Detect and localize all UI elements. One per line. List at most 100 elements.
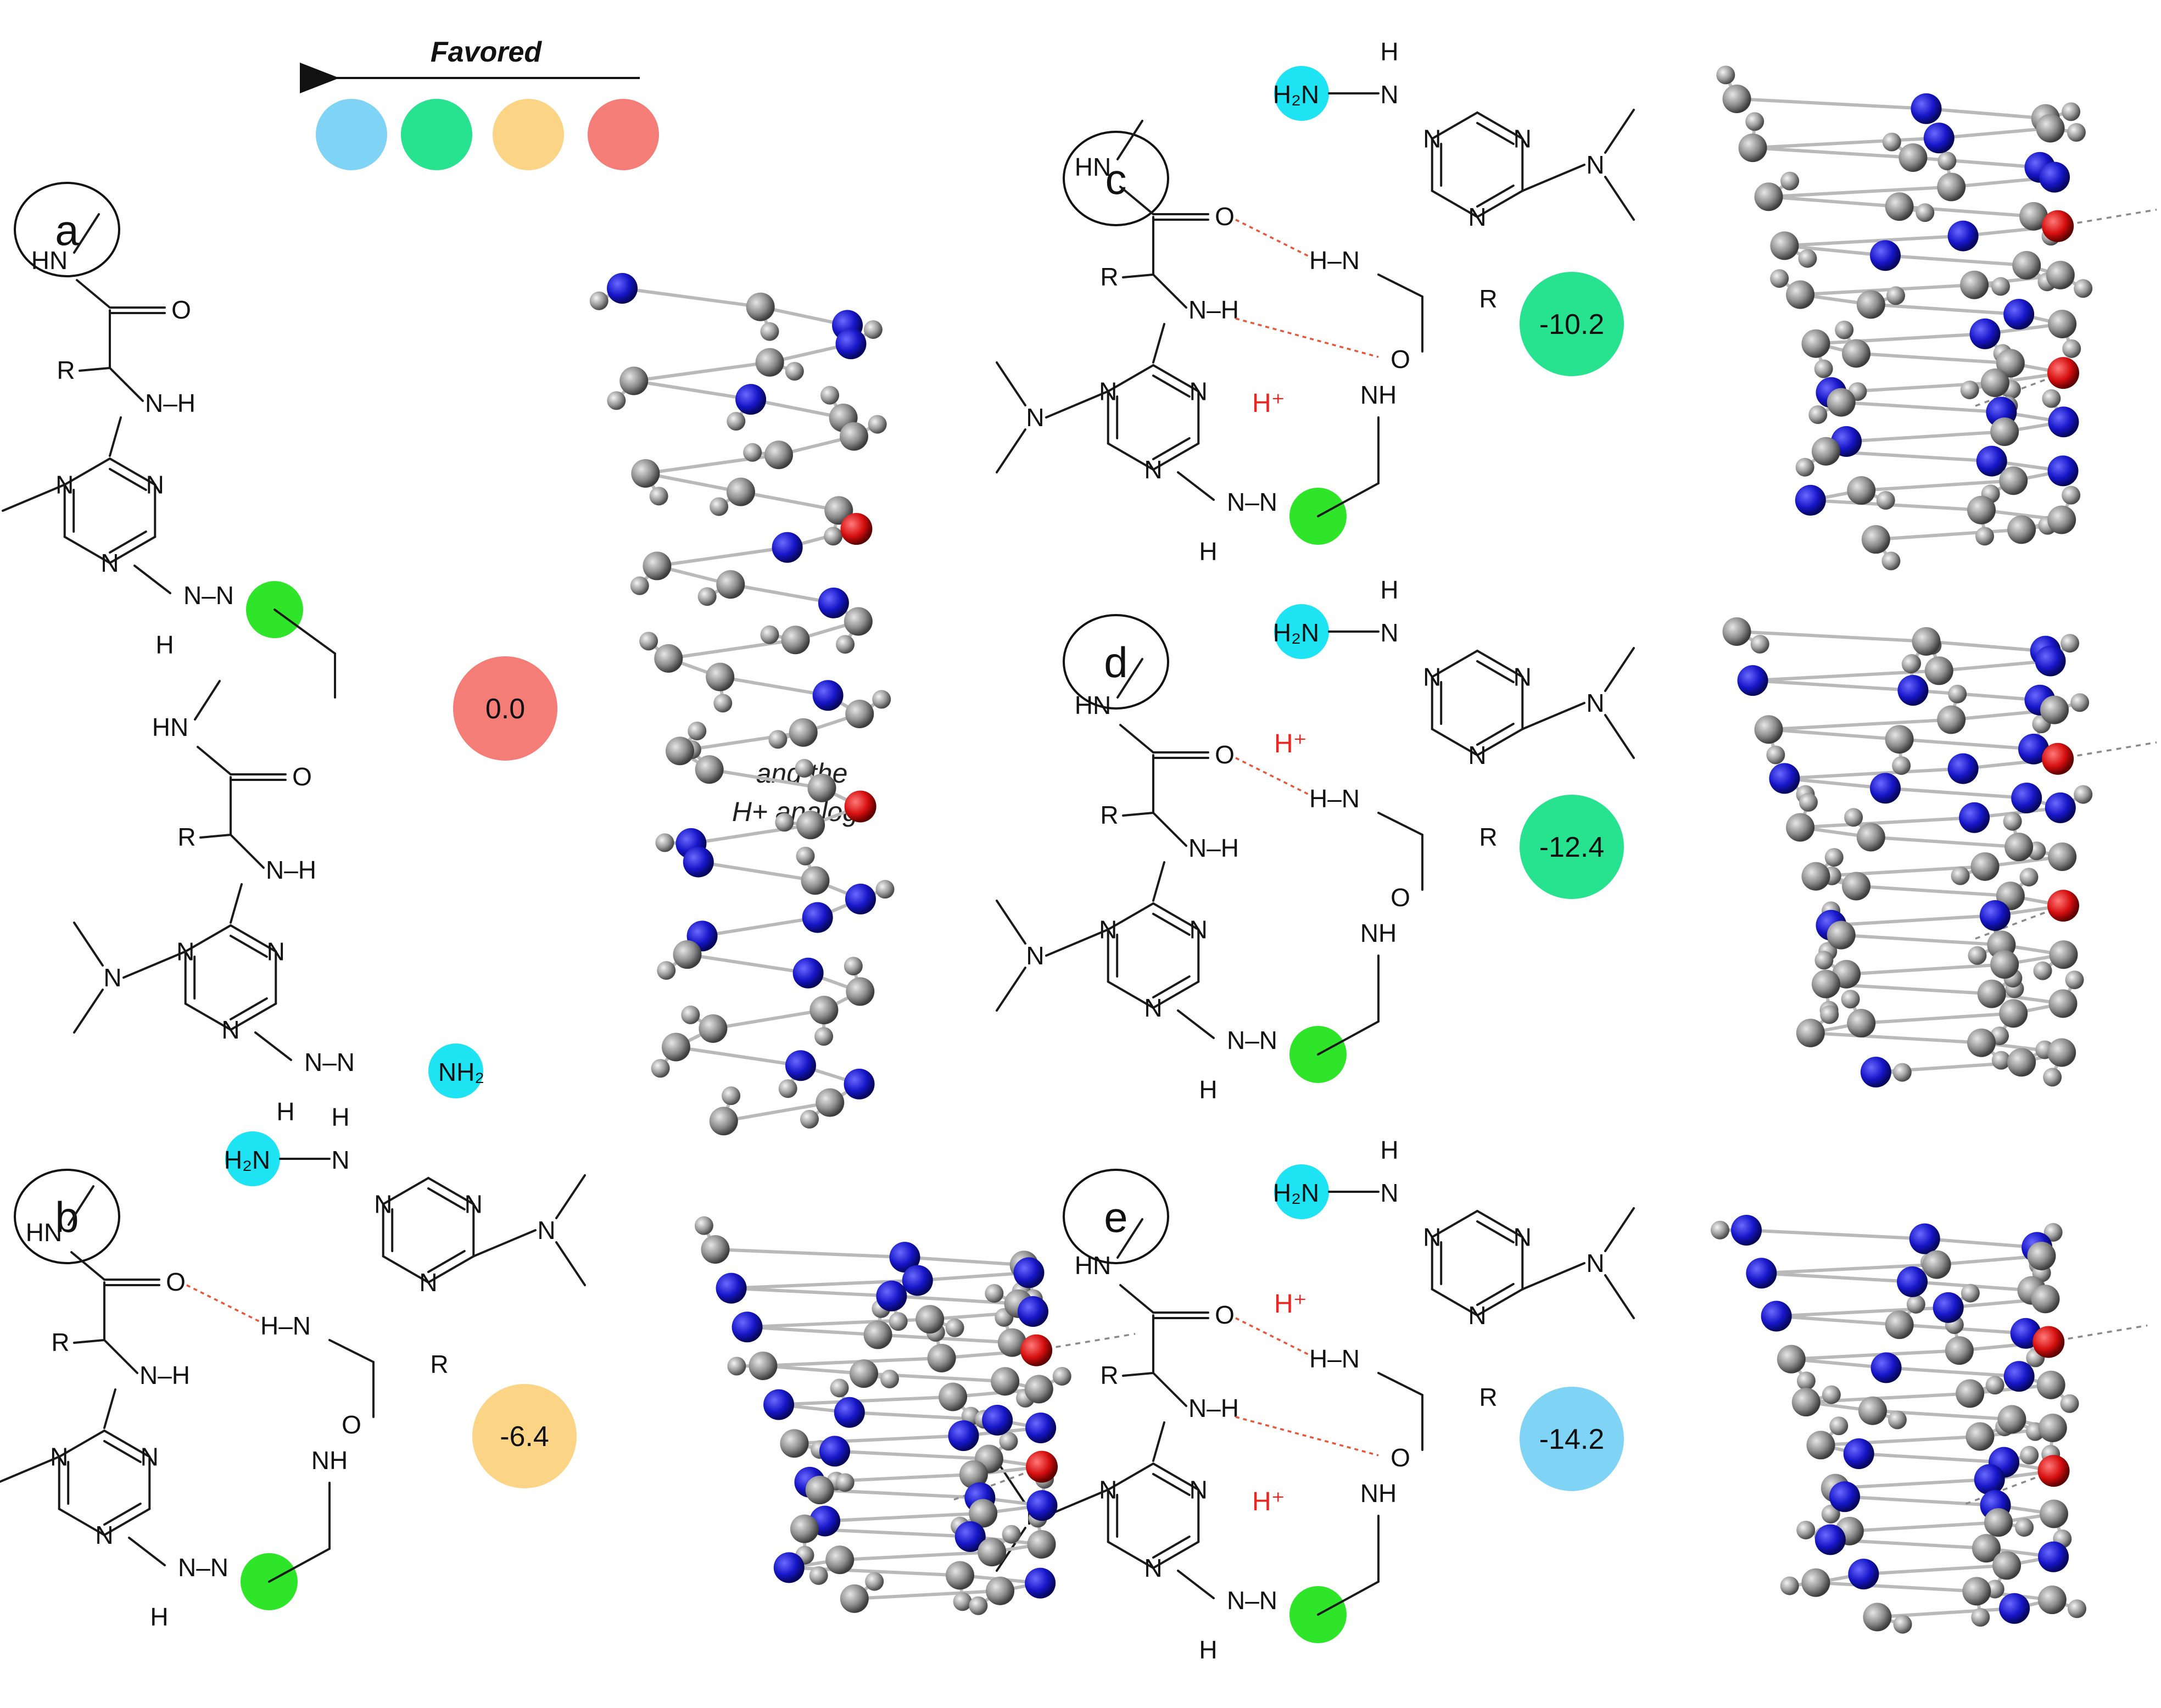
atom-label: R	[1100, 263, 1118, 291]
atom-label: N–H	[1188, 1394, 1239, 1422]
atom-label: N	[465, 1190, 483, 1219]
atom-c	[790, 1514, 819, 1543]
atom-h	[1799, 792, 1818, 812]
atom-c	[2007, 515, 2036, 544]
atom-h	[2042, 389, 2061, 408]
atom-c	[1990, 417, 2019, 446]
atom-n	[2038, 1541, 2069, 1572]
atom-label: H	[1380, 37, 1398, 66]
atom-c	[839, 422, 868, 451]
atom-c	[1970, 852, 2000, 881]
atom-h	[651, 1059, 670, 1078]
atom-label: N	[1468, 1301, 1486, 1330]
svg-text:0.0: 0.0	[485, 693, 525, 725]
atom-h	[589, 291, 608, 310]
atom-label: O	[171, 295, 191, 324]
atom-label: HN	[1075, 153, 1111, 181]
atom-c	[1801, 329, 1830, 358]
atom-h	[836, 635, 855, 654]
atom-c	[2048, 989, 2078, 1018]
atom-c	[1861, 525, 1890, 554]
atom-n	[2018, 733, 2049, 764]
atom-label: H⁺	[1274, 729, 1307, 758]
atom-label: O	[1215, 740, 1235, 769]
atom-n	[1013, 1257, 1045, 1288]
atom-h	[844, 957, 863, 976]
atom-n	[818, 587, 849, 618]
atom-n	[1025, 1567, 1056, 1599]
atom-c	[863, 1320, 892, 1349]
atom-h	[1881, 551, 1901, 571]
atom-h	[785, 362, 804, 381]
atom-label: N	[537, 1216, 555, 1244]
atom-n	[845, 883, 876, 914]
atom-label: N–N	[178, 1553, 228, 1582]
atom-h	[688, 721, 707, 740]
atom-label: O	[1215, 1300, 1235, 1329]
atom-n	[1999, 1593, 2030, 1624]
atom-label: N	[1423, 1223, 1441, 1252]
atom-h	[1821, 1504, 1840, 1523]
atom-c	[1811, 969, 1840, 998]
atom-n	[1923, 122, 1955, 154]
atom-label: NH	[1360, 1479, 1397, 1508]
atom-label: NH	[311, 1446, 348, 1475]
atom-n	[1018, 1296, 1049, 1327]
atom-c	[2031, 1285, 2060, 1314]
atom-label: N	[1380, 80, 1398, 109]
atom-o	[840, 513, 873, 545]
energy-circle-c: -10.2	[1520, 272, 1624, 376]
atom-label: N	[95, 1521, 113, 1549]
atom-h	[999, 1432, 1018, 1451]
atom-c	[673, 940, 702, 969]
atom-c	[1847, 476, 1876, 505]
atom-n	[1025, 1413, 1057, 1443]
atom-h	[1824, 848, 1844, 867]
atom-n	[1795, 484, 1826, 516]
atom-label: N	[1190, 377, 1208, 406]
atom-c	[2037, 1586, 2067, 1615]
atom-o	[2042, 743, 2074, 775]
atom-c	[840, 1584, 869, 1613]
atom-c	[991, 1367, 1020, 1396]
atom-n	[763, 1389, 795, 1420]
atom-h	[1892, 756, 1911, 775]
svg-text:-6.4: -6.4	[500, 1421, 549, 1453]
atom-h	[1961, 1283, 1980, 1303]
atom-c	[1984, 1508, 2013, 1537]
atom-n	[812, 680, 844, 711]
atom-n	[773, 1552, 805, 1583]
atom-n	[1959, 802, 1990, 833]
atom-label: N	[331, 1146, 349, 1174]
atom-c	[1999, 999, 2028, 1028]
atom-label: H–N	[260, 1311, 311, 1340]
atom-c	[1967, 495, 1996, 524]
atom-h	[760, 625, 779, 644]
atom-h	[835, 1473, 855, 1492]
atom-h	[694, 1216, 713, 1235]
atom-n	[876, 1280, 907, 1311]
atom-h	[1795, 457, 1814, 477]
atom-c	[2036, 114, 2065, 143]
atom-h	[814, 1027, 834, 1046]
atom-h	[2020, 1445, 2039, 1465]
atom-h	[1822, 1385, 1841, 1404]
atom-h	[1892, 1063, 1912, 1082]
atom-c	[1791, 1388, 1821, 1417]
atom-label: N	[1586, 150, 1604, 179]
atom-c	[1806, 1431, 1835, 1460]
atom-n	[785, 1050, 816, 1081]
atom-c	[1997, 1405, 2026, 1434]
atom-c	[1912, 627, 1941, 656]
atom-c	[789, 718, 818, 747]
svg-text:b: b	[55, 1193, 79, 1241]
atom-label: HN	[1075, 691, 1111, 719]
atom-label: H₂N	[1273, 1179, 1319, 1207]
atom-n	[889, 1242, 920, 1273]
atom-label: N–H	[1188, 295, 1239, 324]
energy-values: 0.0 -6.4 -10.2 -12.4 -14.2	[453, 272, 1624, 1491]
atom-c	[986, 1576, 1015, 1605]
